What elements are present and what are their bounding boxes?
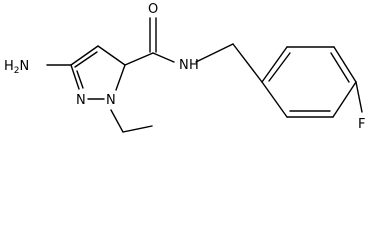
ethyl-group [110, 109, 153, 133]
atom-n2-label: N [76, 93, 86, 108]
bond-c5-n1 [115, 64, 126, 91]
atom-f-label: F [358, 117, 365, 132]
bond-ar6-ar1 [261, 81, 288, 118]
bond-c3-c4 [70, 45, 99, 66]
amide-group [124, 17, 234, 66]
bond-carbonyl-amide-n [152, 52, 175, 63]
bond-ar3-ar4 [333, 46, 357, 83]
bond-c3-c4-inner [74, 51, 98, 68]
atom-amide-n-label: N [179, 58, 189, 73]
bond-ar4-ar5 [332, 81, 357, 118]
bond-c4-c5 [97, 45, 126, 66]
amino-n-text: N [20, 59, 30, 74]
amino-subscript: 2 [14, 66, 20, 76]
bond-ar4-f [355, 81, 363, 113]
atom-amide-h-label: H [189, 58, 199, 73]
fluorophenyl-ring [261, 46, 357, 118]
atom-amino-label: H2N [4, 59, 29, 76]
bond-ch2-aryl [232, 43, 263, 83]
bond-ch2-ch3 [122, 125, 153, 133]
bond-c3-n2 [70, 64, 80, 90]
bond-ar3-ar4-inner [330, 52, 350, 83]
atom-n1-label: N [106, 93, 116, 108]
molecule-structure: H2N N N O N H F [4, 2, 365, 133]
bond-ar1-ar2 [261, 46, 288, 83]
atom-o-label: O [148, 2, 158, 17]
bond-c5-carbonyl [124, 52, 154, 66]
bond-n1-ch2 [110, 109, 124, 133]
bond-amide-n-ch2 [195, 43, 234, 63]
pyrazole-ring [70, 45, 126, 100]
bond-c3-n2-inner [76, 70, 84, 89]
amino-h-text: H [4, 59, 14, 74]
bond-ar1-ar2-inner [268, 52, 291, 82]
